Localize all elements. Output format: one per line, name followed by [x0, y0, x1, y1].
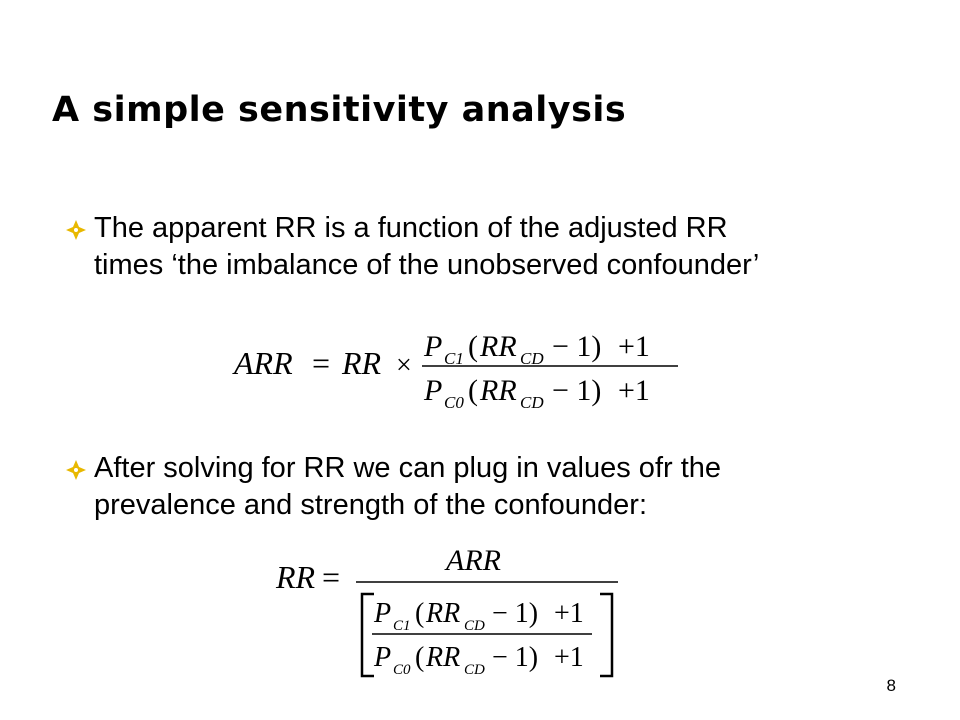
eq1-den-sub: C0: [444, 393, 464, 412]
eq2-num-sub: C1: [393, 618, 411, 634]
eq2-num-rr: RR: [425, 598, 460, 629]
bullet-text: The apparent RR is a function of the adj…: [94, 210, 924, 284]
eq2-numerator: ARR: [444, 544, 501, 577]
equation-rr: RR = ARR P C1 ( RR CD − 1) +1 P C0 ( RR …: [275, 544, 618, 678]
eq2-num-plus: +1: [554, 598, 584, 629]
page-number: 8: [886, 676, 896, 695]
eq1-num-plus: +1: [618, 330, 650, 363]
bullet-line: times ‘the imbalance of the unobserved c…: [94, 249, 760, 281]
eq2-num-open: (: [415, 598, 424, 629]
eq1-num-sub: C1: [444, 349, 464, 368]
eq1-rr: RR: [341, 345, 382, 381]
eq2-lhs: RR: [275, 559, 316, 595]
eq2-num-sub-cd: CD: [464, 618, 485, 634]
eq2-den-minus: − 1): [492, 642, 538, 673]
bullet-line: After solving for RR we can plug in valu…: [94, 452, 722, 484]
eq2-den-p: P: [373, 642, 391, 673]
eq1-num-p: P: [423, 330, 442, 363]
eq2-den-plus: +1: [554, 642, 584, 673]
bullet-item: After solving for RR we can plug in valu…: [64, 450, 924, 524]
eq1-times: ×: [396, 350, 412, 381]
bullet-line: prevalence and strength of the confounde…: [94, 489, 647, 521]
eq1-den-sub-cd: CD: [520, 393, 544, 412]
diamond-bullet-icon: [66, 220, 86, 240]
bullet-item: The apparent RR is a function of the adj…: [64, 210, 924, 284]
eq2-equals: =: [322, 559, 340, 595]
eq1-num-rr: RR: [479, 330, 517, 363]
diamond-bullet-icon: [66, 460, 86, 480]
eq2-den-open: (: [415, 642, 424, 673]
eq1-lhs: ARR: [232, 345, 293, 381]
eq2-den-rr: RR: [425, 642, 460, 673]
eq1-den-open: (: [468, 374, 478, 407]
eq2-right-bracket: [600, 592, 614, 678]
equation-arr: ARR = RR × P C1 ( RR CD − 1) +1 P C0 ( R…: [232, 330, 678, 412]
bullet-line: The apparent RR is a function of the adj…: [94, 212, 728, 244]
eq1-den-minus: − 1): [552, 374, 601, 407]
eq2-den-sub: C0: [393, 662, 411, 678]
eq1-den-rr: RR: [479, 374, 517, 407]
eq2-den-sub-cd: CD: [464, 662, 485, 678]
eq1-num-sub-cd: CD: [520, 349, 544, 368]
eq1-num-minus: − 1): [552, 330, 601, 363]
slide-title: A simple sensitivity analysis: [52, 90, 627, 130]
eq1-den-p: P: [423, 374, 442, 407]
eq1-den-plus: +1: [618, 374, 650, 407]
eq2-left-bracket: [360, 592, 374, 678]
eq1-equals: =: [312, 345, 330, 381]
eq2-num-p: P: [373, 598, 391, 629]
bullet-text: After solving for RR we can plug in valu…: [94, 450, 924, 524]
eq1-num-open: (: [468, 330, 478, 363]
eq2-num-minus: − 1): [492, 598, 538, 629]
